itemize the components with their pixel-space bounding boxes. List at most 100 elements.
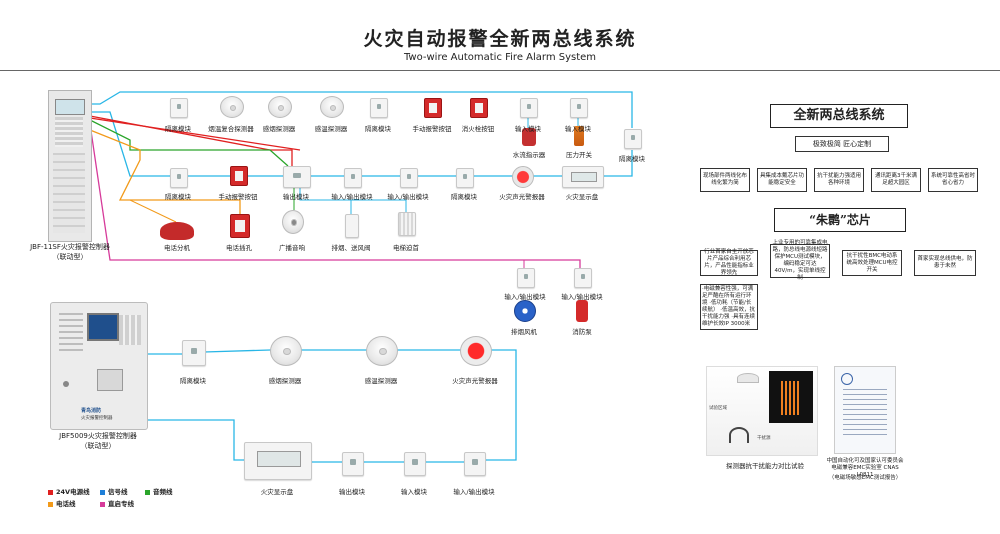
water-flow-indicator-icon [522,128,536,146]
telephone-icon [160,222,194,240]
label-row4-3: 火灾声光警报器 [452,377,498,385]
label-row2-1: 手动报警按钮 [218,193,258,201]
fire-display-panel-r2 [562,166,604,188]
display-screen [571,172,597,182]
label-pump: 消防泵 [572,328,592,336]
isolation-module-r2b [456,168,474,188]
label-row2-2: 输出模块 [283,193,309,201]
feature-1: 具集成本戴芯片功能稳定安全 [757,168,807,192]
label-row3-1: 电话插孔 [226,244,252,252]
label-row5-0: 火灾显示盘 [260,488,294,496]
label-row3-2: 广播音响 [279,244,305,252]
io-module-fan [517,268,535,288]
wire-phone [89,129,241,214]
heat-detector-r4 [366,336,398,366]
jbf5009-panel: 青鸟消防 火灾报警控制器 [50,302,148,430]
input-module-r1b [570,98,588,118]
isolation-module-r1b [370,98,388,118]
photo2-subcaption: （电磁场敏感EMC测试报告） [828,475,902,481]
label-fan: 排烟风机 [511,328,537,336]
label-row1-9: 隔离模块 [619,155,645,163]
legend-audio: 音频线 [145,486,173,496]
label-row1-3: 感温探测器 [314,125,348,133]
label-row2-3: 输入/输出模块 [331,193,373,201]
label-row1-2: 感烟探测器 [262,125,296,133]
label-row1-7: 输入模块 [515,125,541,133]
title-divider [0,70,1000,71]
interference-test-photo: 干扰源 试验区域 [706,366,818,456]
isolation-module-r2 [170,168,188,188]
label-valve: 水流指示器 [512,151,546,159]
isolation-module-r1 [170,98,188,118]
input-module-r5 [404,452,426,476]
smoke-detector-r1 [268,96,292,118]
chip-feature-0: 行业首家自主开放芯片产品综合利用芯片，产品性能指标业界领先 [700,249,758,276]
panel-led-column [59,313,83,353]
isolation-module-r1c [624,129,642,149]
output-module-r2 [283,166,311,188]
panel-key-icon [63,381,69,387]
legend-swatch-signal [100,489,105,495]
feature-3: 通讯距离3千米满足超大园区 [871,168,921,192]
chip-note: ·电磁兼容性强，可满足严酷在所有运行环境 ·低功耗（节能/长续航） ·低温高效，… [700,284,758,330]
chip-feature-1: 上业专用的可靠集成电路，防总线电源线短路保护MCU测试模块，编码稳定可达40V/… [770,240,830,281]
label-row1-0: 隔离模块 [165,125,191,133]
feature-2: 抗干扰能力强适用各种环境 [814,168,864,192]
sound-light-alarm-r4-icon [460,336,492,366]
legend-label-phone: 电话线 [56,500,76,508]
wire-elevator [300,199,407,212]
jbf11sf-sublabel: （联动型） [52,253,88,261]
label-row2-5: 隔离模块 [451,193,477,201]
chip-feature-3: 首家实现总线供电，防患于未然 [914,250,976,276]
legend-direct: 直启专线 [100,498,134,508]
manual-alarm-button-r1 [424,98,442,118]
display-screen-r5 [257,451,301,467]
io-module-r2a [344,168,362,188]
label-fan-module: 输入/输出模块 [504,293,546,301]
phone-jack [230,214,250,238]
label-pressure: 压力开关 [566,151,592,159]
test-ceiling-detector [737,373,759,383]
panel-desc: 火灾报警控制器 [81,416,113,421]
panel-keys [119,315,141,345]
label-row2-4: 输入/输出模块 [387,193,429,201]
wire-loop-3-left [146,419,244,461]
broadcast-speaker [282,210,304,234]
smoke-heat-detector [220,96,244,118]
wire-power [89,115,293,166]
page-title: 火灾自动报警全新两总线系统 [363,28,637,50]
photo2-caption: 中国自动化可及国家认可委员会电磁兼容EMC实验室 CNAS L0811 [826,458,904,478]
panel-screen [87,313,119,341]
input-module-r1a [520,98,538,118]
test-area-label: 试验区域 [709,406,727,411]
label-row3-0: 电话分机 [164,244,190,252]
chip-heading: “朱鹮”芯片 [774,208,906,232]
label-row4-0: 隔离模块 [180,377,206,385]
label-row1-4: 隔离模块 [365,125,391,133]
label-row5-2: 输入模块 [401,488,427,496]
emc-report-photo [834,366,896,454]
smoke-detector-r4 [270,336,302,366]
heat-detector-r1 [320,96,344,118]
output-module-r5 [342,452,364,476]
label-row3-3: 排烟、送风阀 [331,244,371,252]
legend-swatch-power [48,489,53,495]
legend-phone: 电话线 [48,498,76,508]
system-slogan: 极致极简 匠心定制 [795,136,889,152]
interference-source-label: 干扰源 [757,436,771,441]
manual-alarm-button-r2 [230,166,248,186]
label-row5-3: 输入/输出模块 [453,488,495,496]
elevator-module [398,212,416,236]
system-heading: 全新两总线系统 [770,104,908,128]
jbf11sf-cabinet [48,90,92,242]
legend-label-audio: 音频线 [153,488,173,496]
io-module-r5 [464,452,486,476]
interference-source-icon [729,427,749,443]
panel-brand: 青鸟消防 [81,408,102,414]
report-text-lines [843,389,887,439]
label-pump-module: 输入/输出模块 [561,293,603,301]
wire-direct [89,123,581,268]
pressure-switch-icon [574,126,584,146]
label-row4-2: 感温探测器 [364,377,398,385]
